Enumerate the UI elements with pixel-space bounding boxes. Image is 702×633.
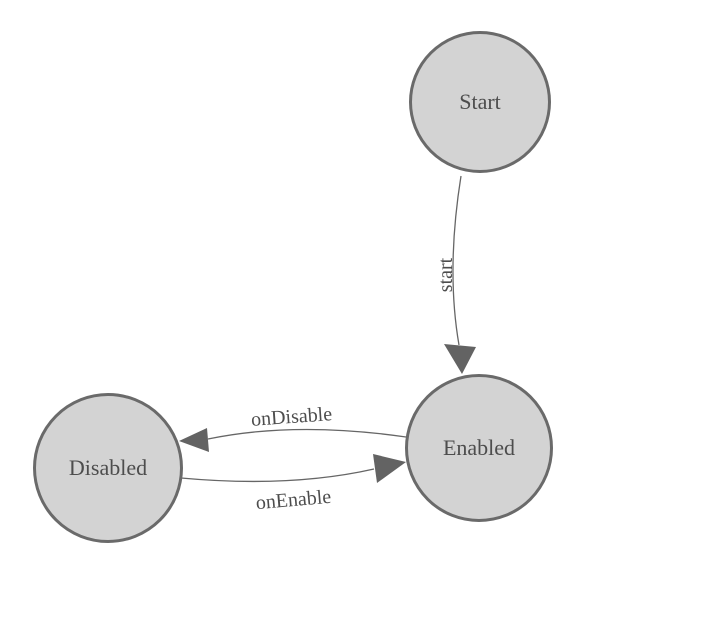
start-node-circle (409, 31, 551, 173)
edge-line-ondisable (207, 428, 407, 440)
arrowhead-into-disabled (179, 428, 209, 452)
start-node-label: Start (459, 89, 501, 114)
disabled-node-circle (33, 393, 183, 543)
edge-enabled-to-disabled: onDisable (179, 403, 407, 452)
arrowhead-into-enabled-left (373, 454, 406, 483)
edge-line-onenable (180, 468, 375, 483)
arrowhead-into-enabled-top (444, 344, 476, 374)
disabled-node-label: Disabled (69, 455, 147, 480)
edge-label-onenable: onEnable (255, 486, 332, 515)
edge-disabled-to-enabled: onEnable (180, 454, 406, 515)
edge-line-start (452, 175, 462, 346)
enabled-node-label: Enabled (443, 435, 515, 460)
state-node-start: Start (409, 31, 551, 173)
state-node-disabled: Disabled (33, 393, 183, 543)
edge-start-to-enabled: start (435, 175, 476, 374)
state-node-enabled: Enabled (405, 374, 553, 522)
edge-label-ondisable: onDisable (250, 403, 333, 431)
edge-label-start: start (435, 257, 457, 292)
enabled-node-circle (405, 374, 553, 522)
